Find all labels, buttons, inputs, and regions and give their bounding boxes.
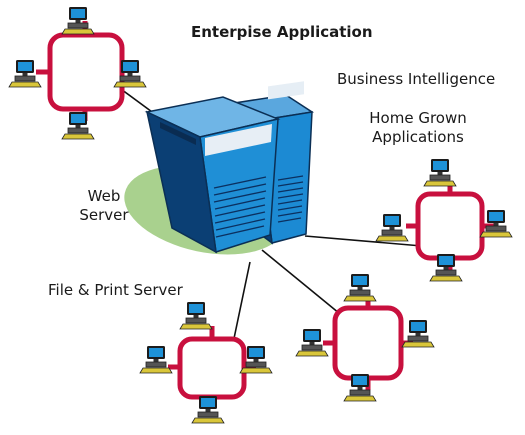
workstation-cluster-right [375, 158, 513, 282]
home-grown-line1: Home Grown [369, 109, 467, 127]
workstation-cluster-top-left [8, 6, 147, 140]
link-bottom-right [261, 249, 346, 319]
home-grown-line2: Applications [372, 128, 464, 146]
enterprise-application-label: Enterpise Application [191, 23, 373, 41]
network-ring [177, 336, 247, 400]
desktop-computer-icon [61, 6, 95, 35]
desktop-computer-icon [139, 345, 173, 374]
home-grown-applications-label: Home Grown Applications [360, 109, 476, 147]
web-server-label: Web Server [72, 187, 136, 225]
network-ring [332, 305, 404, 381]
desktop-computer-icon [375, 213, 409, 242]
network-ring [415, 191, 485, 261]
link-right [304, 235, 423, 247]
desktop-computer-icon [343, 273, 377, 302]
business-intelligence-label: Business Intelligence [337, 70, 496, 88]
workstation-cluster-bottom-left [139, 301, 273, 424]
network-ring [47, 32, 125, 112]
desktop-computer-icon [61, 111, 95, 140]
desktop-computer-icon [191, 395, 225, 424]
desktop-computer-icon [423, 158, 457, 187]
link-bottom-left [231, 261, 251, 349]
file-print-server-label: File & Print Server [48, 281, 183, 299]
web-server-line1: Web [87, 187, 121, 205]
server-tower-icon [144, 96, 281, 254]
desktop-computer-icon [179, 301, 213, 330]
desktop-computer-icon [401, 319, 435, 348]
web-server-line2: Server [79, 206, 129, 224]
workstation-cluster-bottom-right [295, 273, 435, 402]
